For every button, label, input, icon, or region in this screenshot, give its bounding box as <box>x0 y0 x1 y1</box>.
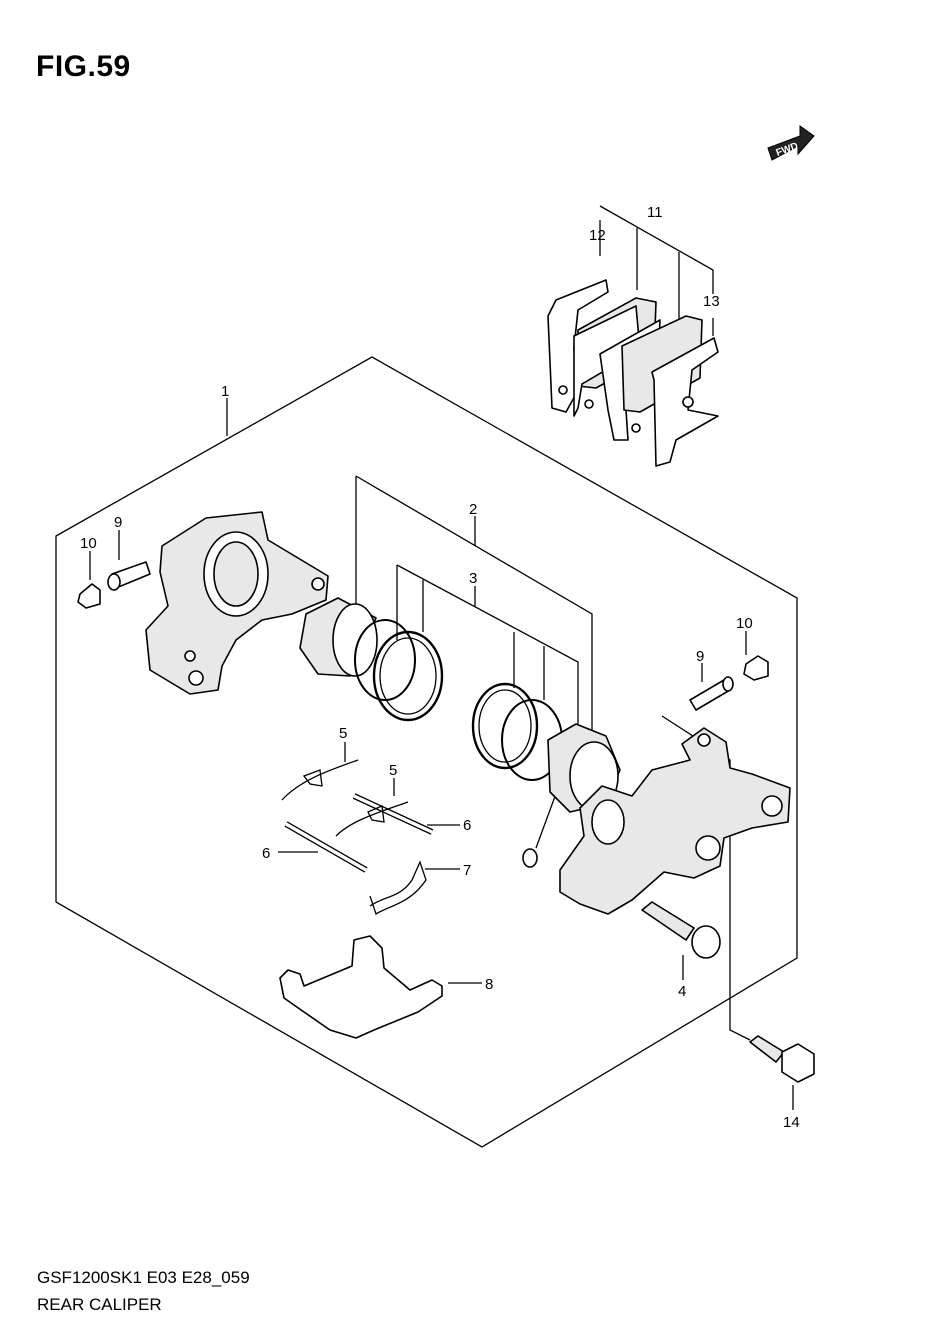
pin-clips <box>281 759 409 837</box>
brake-pad-set <box>547 279 719 467</box>
pad-spring <box>369 860 427 916</box>
callout-6b: 6 <box>262 845 270 862</box>
figure-title: FIG.59 <box>36 50 131 83</box>
bleeder-valve-left <box>107 561 151 591</box>
caliper-bolt <box>641 901 721 959</box>
bleeder-cap-right <box>743 655 769 681</box>
piston-seals-left <box>354 619 444 722</box>
callout-10b: 10 <box>736 615 753 632</box>
callout-3: 3 <box>469 570 477 587</box>
assembly-outline <box>55 356 798 1148</box>
figure-code: GSF1200SK1 E03 E28_059 <box>37 1268 250 1287</box>
caliper-body-right <box>559 727 791 915</box>
callout-5a: 5 <box>339 725 347 742</box>
callout-13: 13 <box>703 293 720 310</box>
piston <box>299 597 378 677</box>
fwd-arrow-icon: FWD <box>767 125 815 161</box>
callout-14: 14 <box>783 1114 800 1131</box>
callout-8: 8 <box>485 976 493 993</box>
callout-9a: 9 <box>114 514 122 531</box>
bleeder-valve-right <box>689 676 734 711</box>
fwd-label: FWD <box>775 141 800 159</box>
callout-2: 2 <box>469 501 477 518</box>
callout-11: 11 <box>647 204 663 221</box>
figure-name: REAR CALIPER <box>37 1295 162 1314</box>
callout-12: 12 <box>589 227 606 244</box>
callout-7: 7 <box>463 862 471 879</box>
callout-10a: 10 <box>80 535 97 552</box>
callout-numbers: 1 2 3 4 5 5 6 6 7 8 9 9 10 10 11 12 13 1… <box>80 204 800 1131</box>
bleeder-cap-left <box>77 583 101 609</box>
callout-1: 1 <box>221 383 229 400</box>
washer <box>522 848 538 868</box>
mounting-bolt <box>749 1035 815 1083</box>
callout-5b: 5 <box>389 762 397 779</box>
pad-retainer <box>279 935 443 1039</box>
caliper-body-left <box>145 511 329 695</box>
callout-9b: 9 <box>696 648 704 665</box>
callout-6a: 6 <box>463 817 471 834</box>
callout-4: 4 <box>678 983 686 1000</box>
pad-pins <box>284 793 434 873</box>
